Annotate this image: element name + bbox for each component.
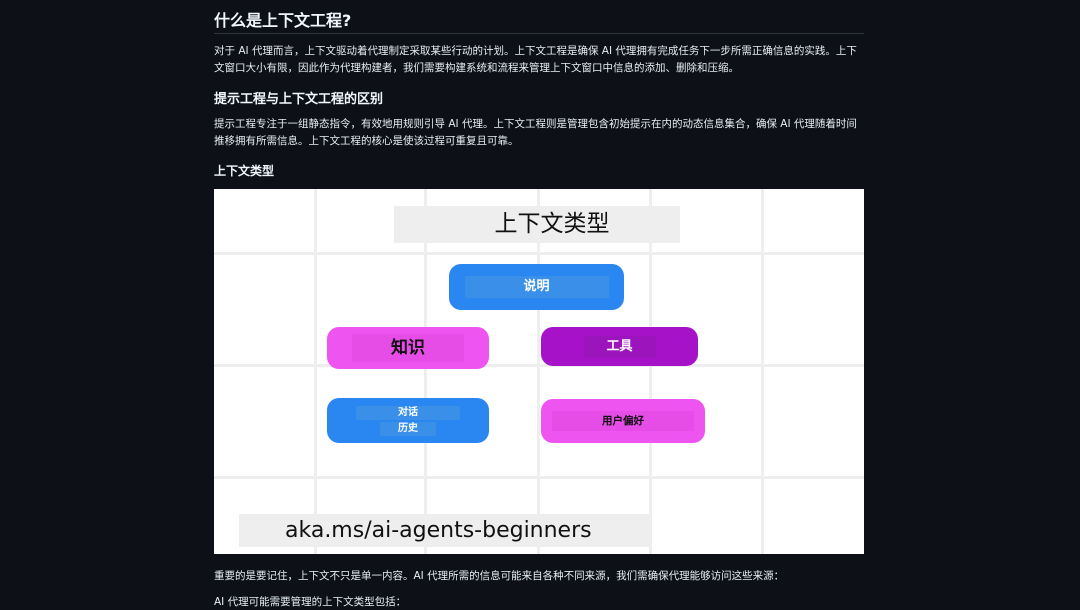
paragraph-context-sources: 重要的是要记住，上下文不只是单一内容。AI 代理所需的信息可能来自各种不同来源，… xyxy=(214,570,785,582)
paragraph-context-definition: 对于 AI 代理而言，上下文驱动着代理制定采取某些行动的计划。上下文工程是确保 … xyxy=(214,45,857,74)
instructions-label: 说明 xyxy=(464,276,609,298)
figure-grid-line xyxy=(214,476,864,479)
figure-grid-line xyxy=(649,189,652,554)
knowledge-pill: 知识 xyxy=(327,327,489,369)
figure-grid-line xyxy=(314,189,317,554)
figure-title-background xyxy=(394,206,680,243)
paragraph-prompt-vs-context: 提示工程专注于一组静态指令，有效地用规则引导 AI 代理。上下文工程则是管理包含… xyxy=(214,118,857,147)
figure-grid-line xyxy=(214,364,864,367)
figure-url: aka.ms/ai-agents-beginners xyxy=(285,518,592,543)
tools-pill: 工具 xyxy=(541,327,698,366)
figure-url-background xyxy=(239,514,651,547)
heading-divider xyxy=(214,33,864,34)
conversation-label: 对话 xyxy=(356,405,460,420)
subheading-context-types: 上下文类型 xyxy=(214,164,275,178)
conversation-history-pill: 对话 历史 xyxy=(327,398,489,443)
tools-label: 工具 xyxy=(583,335,656,358)
user-preferences-pill: 用户偏好 xyxy=(541,399,705,443)
knowledge-label: 知识 xyxy=(352,334,464,362)
figure-grid-line xyxy=(537,189,540,554)
history-label: 历史 xyxy=(380,421,436,436)
context-types-figure: 上下文类型 说明 知识 工具 对话 历史 用户偏好 aka.ms/ai-agen… xyxy=(214,189,864,554)
instructions-pill: 说明 xyxy=(449,264,624,310)
figure-title: 上下文类型 xyxy=(494,211,610,237)
figure-grid-line xyxy=(761,189,764,554)
subheading-prompt-vs-context: 提示工程与上下文工程的区别 xyxy=(214,92,384,107)
section-heading: 什么是上下文工程? xyxy=(214,11,352,30)
paragraph-context-types-list-intro: AI 代理可能需要管理的上下文类型包括： xyxy=(214,596,407,608)
user-preferences-label: 用户偏好 xyxy=(552,411,694,431)
figure-grid-line xyxy=(214,252,864,255)
figure-grid-line xyxy=(424,189,427,554)
